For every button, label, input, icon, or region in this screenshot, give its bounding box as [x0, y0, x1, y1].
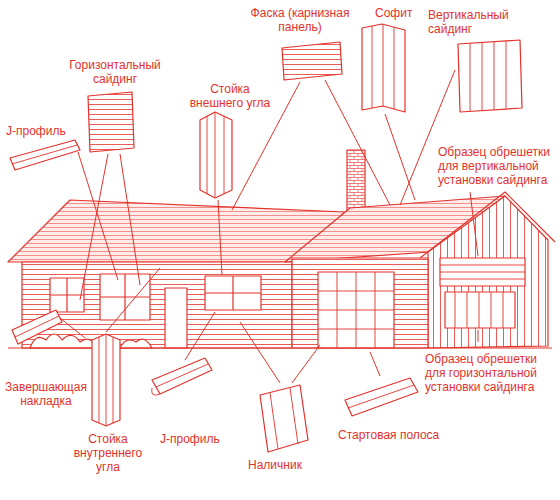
part-label: Софит [375, 6, 412, 20]
bush [30, 334, 96, 348]
starter-strip-line [348, 385, 414, 408]
finish-trim-icon [12, 310, 62, 344]
inside-corner-icon [92, 334, 120, 426]
finish-trim-line [15, 316, 59, 337]
part-label: J-профиль [6, 124, 66, 138]
part-label: Фаска (карнизная панель) [235, 6, 365, 34]
window-frame [50, 278, 84, 312]
outside-corner-lines [207, 112, 224, 198]
part-label: Стойка внешнего угла [185, 82, 275, 110]
starter-strip-icon [345, 378, 418, 416]
window [100, 274, 150, 320]
lathing-boards [440, 265, 525, 279]
part-label: Горизонтальный сайдинг [60, 58, 170, 86]
part-label: Образец обрешетки для горизонтальной уст… [425, 352, 551, 394]
soffit-icon [362, 24, 405, 112]
casing-icon [260, 385, 308, 452]
casing-lines [270, 388, 298, 449]
lathing-sample [440, 258, 525, 286]
front-wall [22, 262, 292, 348]
j-channel-line [12, 145, 77, 164]
vertical-siding-icon [458, 40, 522, 112]
part-label: Стойка внутреннего угла [68, 432, 148, 474]
ground-line [8, 347, 552, 348]
garage-wall [292, 258, 428, 348]
gable-edge [420, 192, 555, 258]
chimney [347, 150, 365, 214]
gable-wall [428, 196, 548, 348]
window [205, 276, 261, 310]
garage-door [318, 272, 394, 348]
j-channel-line [152, 364, 208, 395]
window-frame [100, 274, 150, 320]
soffit-grooves [372, 24, 394, 109]
garage-door-panels [318, 272, 394, 348]
fascia-icon [282, 42, 342, 80]
part-label: Завершающая накладка [4, 380, 88, 408]
part-label: Образец обрешетки для вертикальной устан… [438, 145, 554, 187]
window [50, 278, 84, 312]
part-label: Стартовая полоса [338, 428, 439, 442]
part-label: Вертикальный сайдинг [428, 8, 554, 36]
door [165, 288, 187, 348]
window-frame [205, 276, 261, 310]
horizontal-siding-icon [88, 92, 134, 152]
part-label: J-профиль [160, 432, 220, 446]
outside-corner-icon [200, 112, 232, 198]
main-roof [8, 200, 345, 262]
lathing-sample [445, 292, 515, 328]
part-label: Наличник [248, 458, 302, 472]
j-channel-icon [10, 140, 80, 170]
inside-corner-lines [99, 334, 113, 426]
lathing-boards [455, 292, 503, 328]
vertical-siding-grooves [470, 41, 506, 111]
j-channel-icon [152, 358, 212, 394]
bush [120, 339, 152, 348]
leader-lines [60, 70, 478, 383]
